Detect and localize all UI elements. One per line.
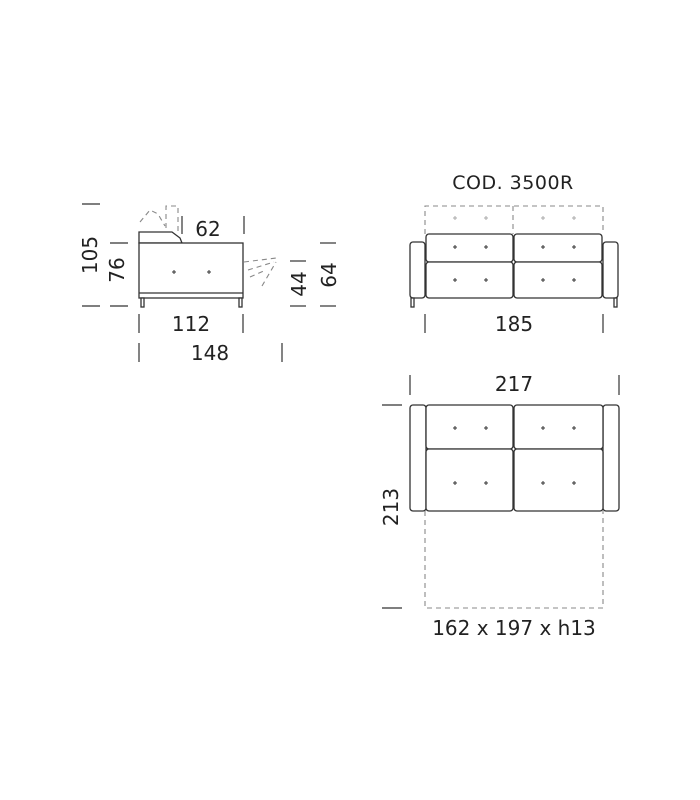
front-dimension-lines [424,314,604,333]
extended-depth-label: 148 [191,341,229,365]
front-armrest-left [409,241,426,299]
plan-buttons [453,426,576,485]
headrest-depth-label: 62 [195,217,220,241]
side-buttons [172,270,211,274]
front-view: COD. 3500R [409,172,619,336]
front-back-cushion-right [513,233,603,263]
mattress-size-label: 162 x 197 x h13 [432,616,596,640]
footrest-low-label: 44 [287,271,311,296]
front-leg-left [410,297,415,308]
plan-seat-cushion-left [425,448,514,512]
plan-back-cushion-right [513,404,604,450]
footrest-extended-outline [243,257,277,287]
headrest-reclined-outline [139,209,166,227]
headrest-raised-outline [165,205,179,232]
side-leg-front [238,297,243,308]
front-seat-cushion-left [425,261,514,299]
front-width-label: 185 [495,312,533,336]
front-headrest-buttons [453,216,576,220]
front-leg-right [613,297,618,308]
plan-view: 217 213 162 x 197 x h13 [379,372,620,640]
bed-extension-outline [424,511,604,609]
side-leg-back [140,297,145,308]
front-seat-cushion-right [513,261,603,299]
seat-depth-label: 112 [172,312,210,336]
side-body [138,242,244,299]
plan-back-cushion-left [425,404,514,450]
headrest-shape [138,231,183,244]
front-armrest-right [602,241,619,299]
front-headrest-raised-outline [424,205,604,234]
plan-dimension-lines [382,375,620,609]
front-back-cushion-left [425,233,514,263]
plan-armrest-left [409,404,427,512]
front-buttons [453,245,576,282]
product-code: COD. 3500R [452,172,574,194]
footrest-high-label: 64 [317,262,341,287]
plan-armrest-right [602,404,620,512]
plan-width-label: 217 [495,372,533,396]
side-view: 62 105 76 44 64 112 148 [78,203,341,365]
overall-height-label: 105 [78,236,102,274]
seat-height-label: 76 [105,257,129,282]
side-dimension-lines [82,203,336,362]
plan-seat-cushion-right [513,448,604,512]
extended-length-label: 213 [379,488,403,526]
